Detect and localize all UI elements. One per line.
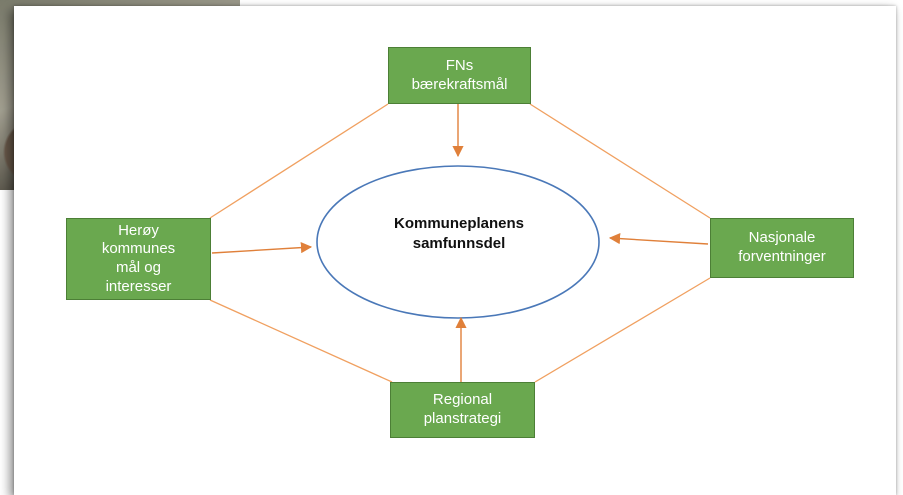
node-regional-planstrategi: Regional planstrategi: [390, 382, 535, 438]
node-nasjonale-forventninger: Nasjonale forventninger: [710, 218, 854, 278]
arrow-right-to-center: [608, 233, 709, 245]
node-heroy-kommunes-mal: Herøy kommunes mål og interesser: [66, 218, 211, 300]
center-label: Kommuneplanens samfunnsdel: [393, 215, 525, 253]
arrow-left-to-center: [211, 242, 313, 254]
connector-top-left: [209, 103, 389, 219]
node-fns-baerekraftsmal: FNs bærekraftsmål: [388, 47, 531, 104]
connector-top-right: [529, 103, 711, 219]
connector-left-bottom: [209, 299, 393, 383]
connector-right-bottom: [534, 277, 711, 383]
